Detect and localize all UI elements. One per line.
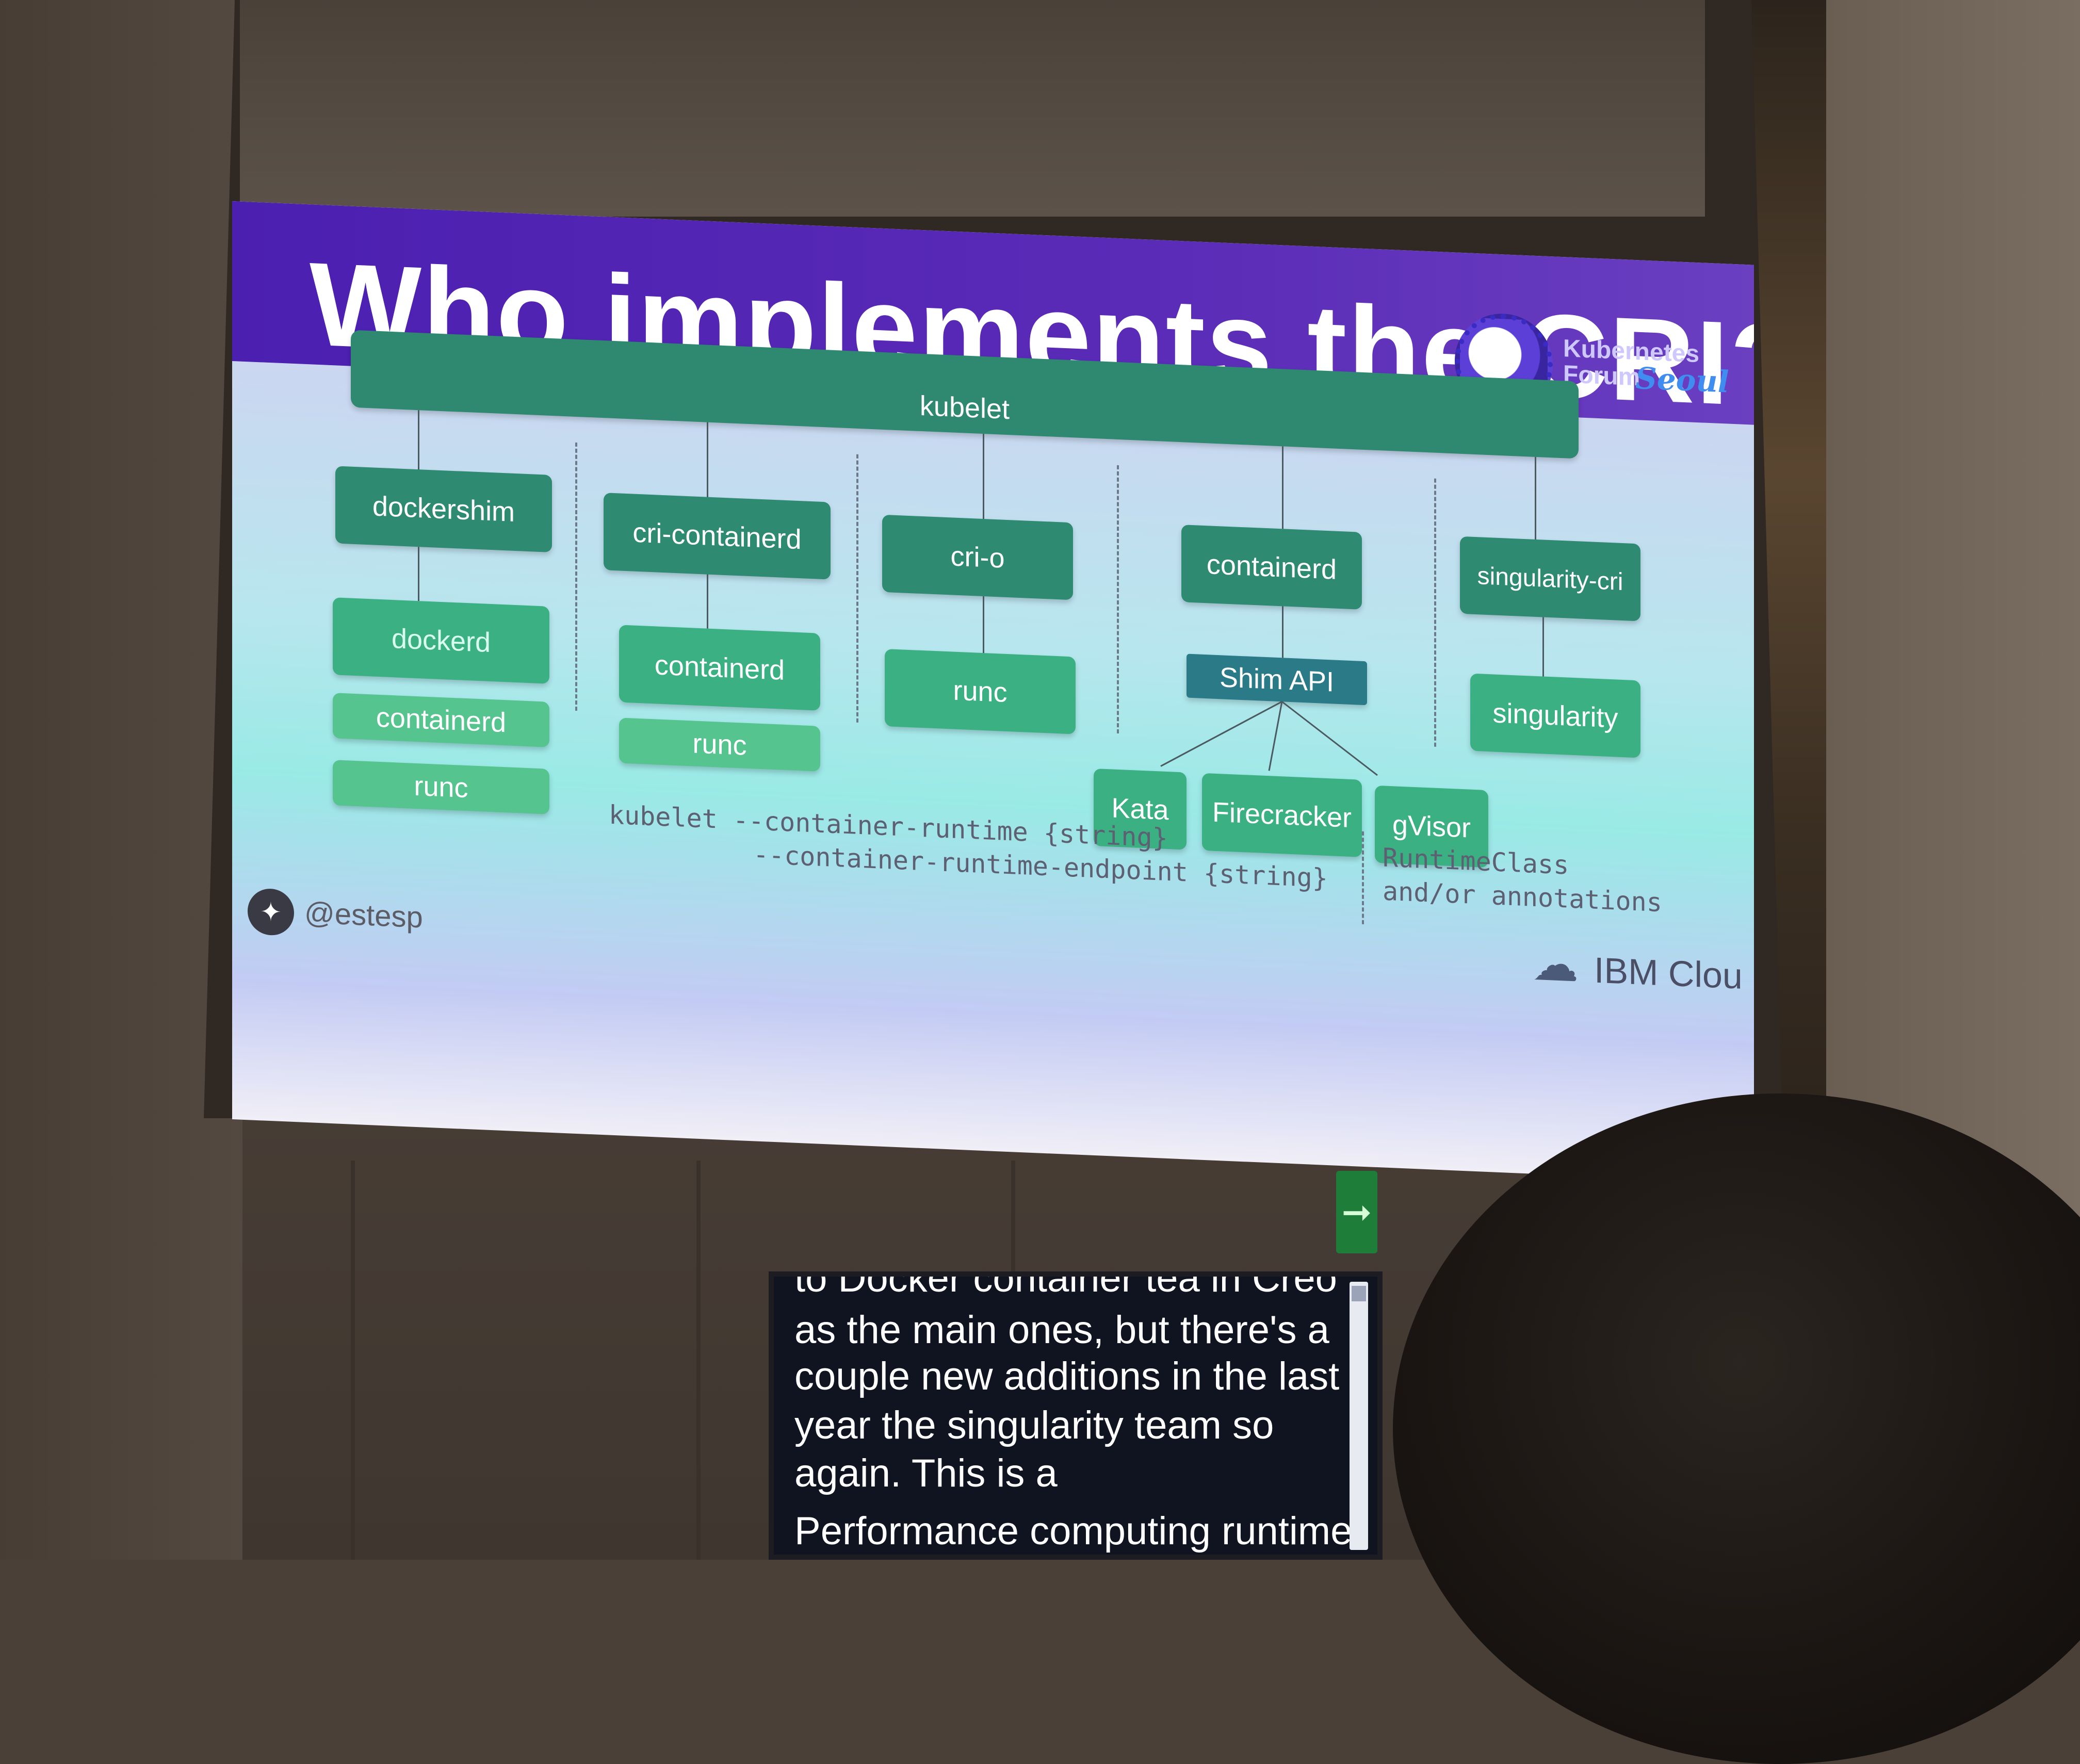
wall-panel-left [0, 0, 242, 1560]
cri-o-node: cri-o [882, 514, 1073, 600]
runc-node: runc [333, 760, 549, 814]
arrow [1282, 446, 1283, 529]
arrow [1535, 456, 1536, 540]
column-divider [856, 454, 858, 723]
presentation-slide: Who implements the CRI? Kubernetes Forum… [232, 201, 1754, 1183]
caption-line: again. This is a [794, 1451, 1058, 1495]
containerd-node: containerd [1181, 525, 1362, 610]
caption-line: to Docker container tea in Creo [794, 1271, 1337, 1300]
runtimeclass-line1: RuntimeClass [1383, 842, 1569, 880]
runc-node: runc [885, 649, 1076, 734]
arrow [418, 410, 419, 472]
caption-line: as the main ones, but there's a [794, 1308, 1329, 1352]
ibm-cloud-brand: IBM Clou [1594, 950, 1743, 997]
text-divider [1362, 831, 1364, 924]
column-divider [1434, 478, 1436, 747]
containerd-node: containerd [619, 625, 820, 711]
caption-scrollbar[interactable] [1350, 1282, 1368, 1550]
singularity-node: singularity [1470, 673, 1640, 758]
arrow [1282, 606, 1283, 658]
caption-line: year the singularity team so [794, 1403, 1274, 1447]
arrow [983, 596, 984, 654]
runtimeclass-line2: and/or annotations [1383, 876, 1662, 918]
cri-containerd-node: cri-containerd [604, 493, 831, 580]
caption-line: couple new additions in the last [794, 1354, 1340, 1398]
column-divider [575, 442, 577, 711]
projector-screen-top [240, 0, 1705, 217]
arrow [418, 547, 419, 601]
dockershim-node: dockershim [335, 466, 552, 552]
arrow [707, 422, 708, 500]
arrow [1542, 617, 1544, 677]
dockerd-node: dockerd [333, 597, 549, 684]
scrollbar-thumb[interactable] [1352, 1286, 1366, 1301]
cloud-icon: ☁ [1532, 938, 1579, 992]
twitter-handle: @estesp [304, 895, 423, 935]
caption-monitor: to Docker container tea in Creo as the m… [769, 1271, 1383, 1560]
exit-sign-icon: ➞ [1336, 1171, 1377, 1253]
arrow [983, 433, 984, 519]
runc-node: runc [619, 717, 820, 772]
conference-city: Seoul [1635, 361, 1729, 400]
firecracker-node: Firecracker [1202, 773, 1362, 857]
caption-line: Performance computing runtime [794, 1509, 1353, 1553]
wall-seam [351, 1161, 355, 1560]
shim-arrows [1160, 700, 1378, 776]
arrow [707, 574, 708, 629]
wall-seam [696, 1161, 701, 1560]
twitter-icon: ✦ [248, 888, 294, 937]
singularity-cri-node: singularity-cri [1460, 536, 1640, 622]
containerd-node: containerd [333, 693, 549, 747]
